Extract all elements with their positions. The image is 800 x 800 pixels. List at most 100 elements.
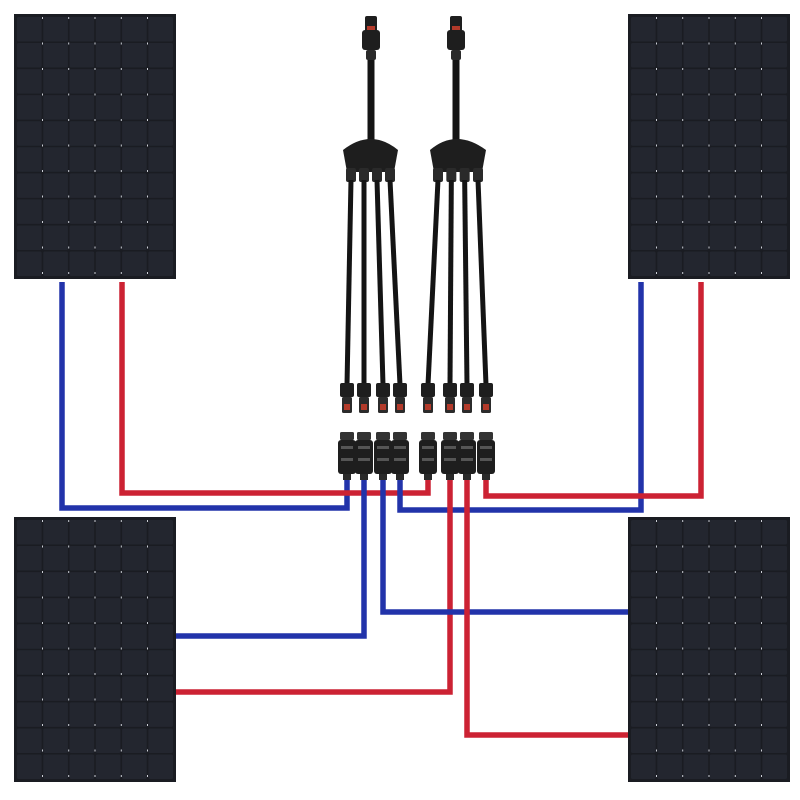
solar-cell: [43, 546, 68, 571]
trunk-plug: [362, 16, 380, 60]
solar-cell: [762, 17, 787, 42]
solar-cell: [657, 17, 682, 42]
solar-cell: [683, 199, 709, 224]
solar-cell: [95, 199, 121, 224]
solar-cell: [69, 520, 95, 545]
solar-cell: [95, 728, 121, 753]
solar-cell: [657, 572, 682, 597]
solar-cell: [657, 173, 682, 198]
solar-cell: [95, 702, 121, 727]
branch-hub: [430, 139, 486, 172]
solar-cell: [657, 43, 682, 68]
solar-cell: [122, 624, 147, 649]
solar-cell: [657, 147, 682, 172]
solar-cell: [148, 121, 173, 146]
solar-cell: [148, 728, 173, 753]
solar-cell: [762, 173, 787, 198]
solar-cell: [17, 520, 42, 545]
solar-cell: [122, 251, 147, 276]
solar-cell: [657, 624, 682, 649]
branch-lead-3: [458, 168, 476, 480]
branch-lead-2: [441, 168, 459, 480]
solar-cell: [631, 728, 656, 753]
solar-cell: [683, 147, 709, 172]
solar-cell: [709, 624, 735, 649]
wire-top-left-negative: [59, 282, 350, 511]
solar-cell: [69, 598, 95, 623]
solar-cell: [683, 225, 709, 250]
solar-cell: [122, 572, 147, 597]
solar-cell: [762, 121, 787, 146]
solar-cell: [148, 650, 173, 675]
solar-cell: [736, 546, 761, 571]
solar-cell: [683, 251, 709, 276]
solar-cell: [683, 754, 709, 779]
solar-cell: [122, 17, 147, 42]
solar-cell: [762, 572, 787, 597]
solar-cell: [683, 676, 709, 701]
solar-cell: [122, 225, 147, 250]
solar-cell: [148, 572, 173, 597]
solar-cell: [43, 676, 68, 701]
solar-cell: [148, 598, 173, 623]
solar-cell: [95, 95, 121, 120]
solar-cell: [657, 69, 682, 94]
solar-cell: [736, 43, 761, 68]
solar-cell: [95, 572, 121, 597]
solar-cell: [43, 702, 68, 727]
solar-cell: [17, 702, 42, 727]
solar-cell: [736, 598, 761, 623]
wire-bottom-left-positive: [176, 478, 453, 695]
solar-cell: [631, 598, 656, 623]
solar-cell: [148, 69, 173, 94]
solar-cell: [631, 676, 656, 701]
solar-cell: [69, 676, 95, 701]
solar-cell: [631, 650, 656, 675]
solar-cell: [69, 121, 95, 146]
solar-cell: [631, 69, 656, 94]
solar-cell: [683, 598, 709, 623]
solar-cell: [43, 572, 68, 597]
solar-cell: [95, 598, 121, 623]
panel-top-left: [14, 14, 176, 279]
solar-cell: [709, 520, 735, 545]
solar-cell: [69, 43, 95, 68]
solar-cell: [69, 624, 95, 649]
solar-cell: [148, 251, 173, 276]
solar-cell: [631, 173, 656, 198]
solar-cell: [17, 728, 42, 753]
solar-cell: [95, 121, 121, 146]
solar-cell: [631, 754, 656, 779]
solar-cell: [736, 147, 761, 172]
solar-cell: [657, 702, 682, 727]
solar-cell: [683, 173, 709, 198]
solar-cell: [17, 69, 42, 94]
solar-cell: [736, 69, 761, 94]
solar-cell: [148, 702, 173, 727]
solar-cell: [736, 173, 761, 198]
solar-cell: [736, 676, 761, 701]
wire-bottom-left-negative: [176, 478, 367, 639]
solar-cell: [43, 650, 68, 675]
solar-cell: [95, 147, 121, 172]
solar-cell: [122, 650, 147, 675]
solar-cell: [762, 225, 787, 250]
solar-cell: [631, 199, 656, 224]
solar-cell: [122, 43, 147, 68]
solar-cell: [122, 754, 147, 779]
solar-cell: [762, 95, 787, 120]
solar-cell: [709, 251, 735, 276]
solar-cell: [709, 728, 735, 753]
solar-cell: [122, 520, 147, 545]
solar-cell: [683, 624, 709, 649]
solar-cell: [95, 173, 121, 198]
solar-cell: [631, 572, 656, 597]
solar-cell: [762, 69, 787, 94]
solar-cell: [122, 121, 147, 146]
solar-cell: [631, 43, 656, 68]
solar-cell: [95, 624, 121, 649]
solar-cell: [17, 173, 42, 198]
solar-cell: [95, 650, 121, 675]
solar-cell: [95, 251, 121, 276]
